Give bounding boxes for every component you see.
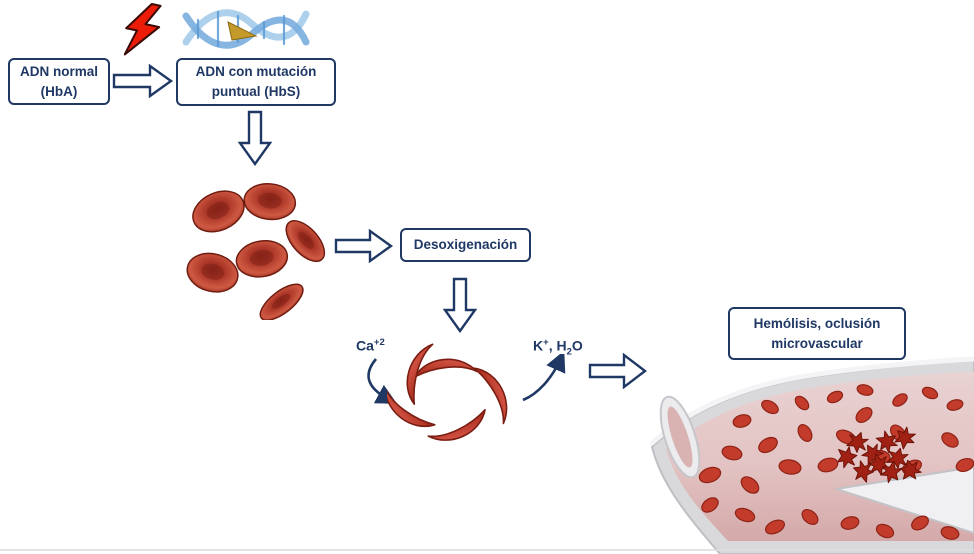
dna-helix-icon: [182, 9, 310, 49]
potassium-charge: +: [543, 337, 549, 348]
potassium-symbol: K: [533, 337, 544, 354]
arrow-to-sickle-cells-icon: [443, 277, 477, 333]
sickle-cells-image: [387, 339, 513, 446]
potassium-efflux-arrow-icon: [522, 354, 566, 402]
calcium-influx-arrow-icon: [367, 358, 398, 404]
water-h: , H: [548, 337, 567, 354]
calcium-label: Ca+2: [356, 337, 385, 354]
hemolisis-box: Hemólisis, oclusión microvascular: [728, 307, 906, 360]
calcium-charge: +2: [373, 337, 385, 348]
bottom-border-line: [0, 549, 974, 551]
red-blood-cells-image: [186, 182, 326, 320]
desoxigenacion-box: Desoxigenación: [400, 228, 531, 262]
hemolisis-line2: microvascular: [771, 335, 863, 351]
calcium-symbol: Ca: [356, 337, 374, 354]
water-subscript: 2: [566, 346, 572, 358]
adn-mutacion-line2: puntual (HbS): [211, 84, 301, 99]
arrow-to-red-cells-icon: [238, 110, 272, 166]
adn-mutacion-box: ADN con mutación puntual (HbS): [176, 58, 336, 106]
arrow-mutation-icon: [112, 64, 174, 98]
potassium-water-label: K+, H2O: [533, 337, 583, 357]
arrow-to-vessel-icon: [588, 353, 647, 389]
desoxigenacion-label: Desoxigenación: [413, 237, 518, 253]
adn-normal-line1: ADN normal: [19, 63, 98, 79]
blood-vessel-occlusion-image: [650, 356, 974, 554]
lightning-bolt-icon: [124, 3, 162, 56]
hemolisis-line1: Hemólisis, oclusión: [753, 315, 881, 331]
adn-normal-box: ADN normal (HbA): [8, 58, 110, 105]
adn-mutacion-line1: ADN con mutación: [195, 64, 317, 80]
water-o: O: [571, 337, 583, 354]
adn-normal-line2: (HbA): [40, 83, 78, 99]
arrow-to-desoxigenacion-icon: [334, 229, 394, 263]
